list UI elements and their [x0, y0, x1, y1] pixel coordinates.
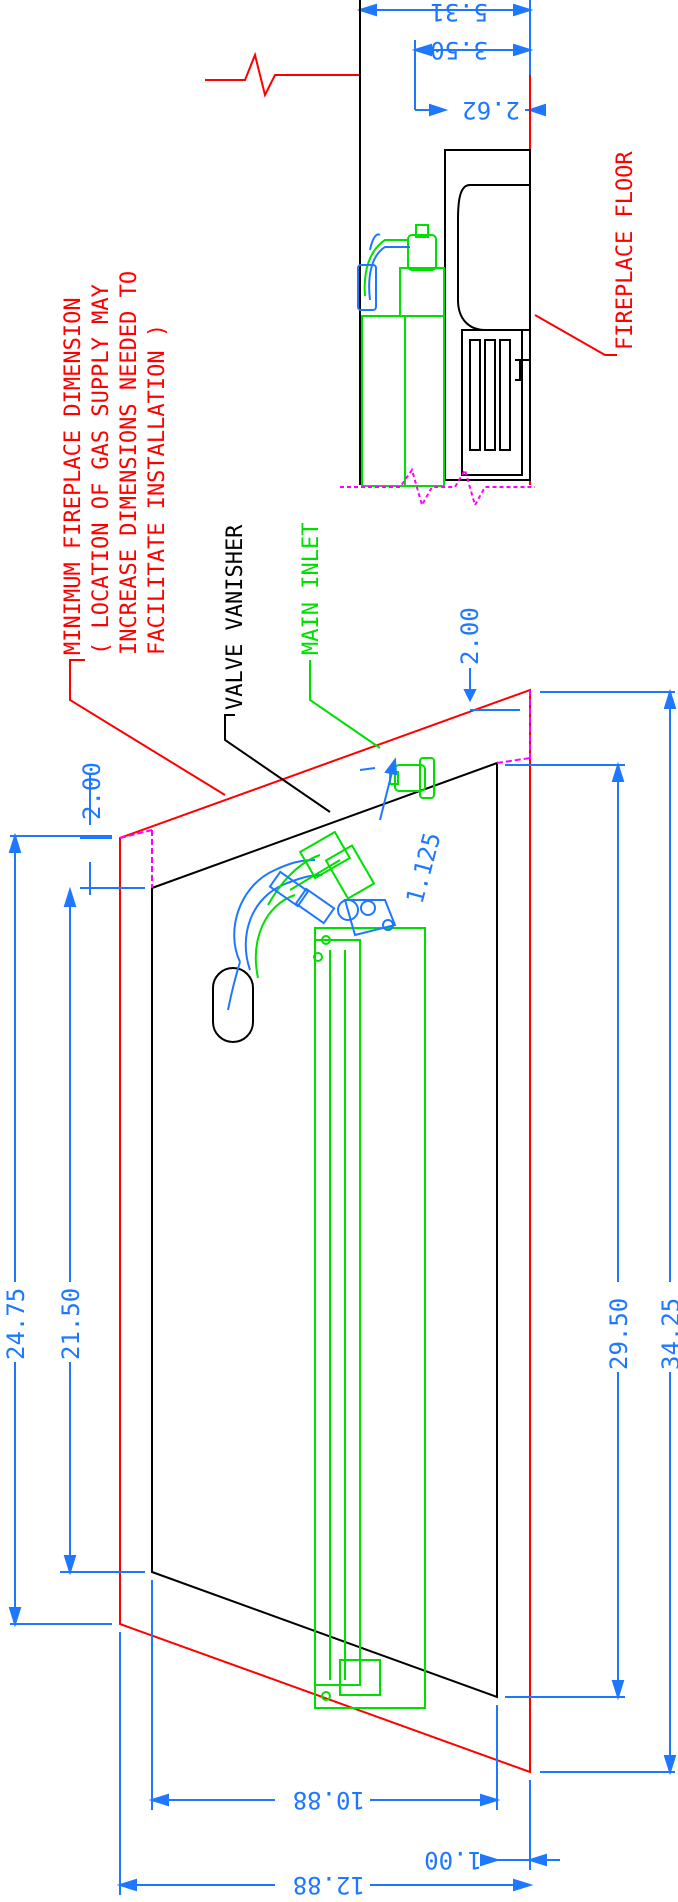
- dim-2-00-left: 2.00: [78, 762, 106, 820]
- min-fireplace-note: MINIMUM FIREPLACE DIMENSION ( LOCATION O…: [61, 271, 170, 655]
- min-fireplace-outline: [119, 688, 531, 1774]
- valve-section: [444, 149, 531, 481]
- min-fireplace-line3: INCREASE DIMENSIONS NEEDED TO: [117, 271, 142, 655]
- leader-valve-vanisher: [224, 714, 331, 813]
- min-fireplace-line1: MINIMUM FIREPLACE DIMENSION: [61, 297, 86, 655]
- fireplace-floor-label: FIREPLACE FLOOR: [613, 151, 638, 350]
- dim-24-75: 24.75: [2, 1288, 30, 1360]
- center-marks: [119, 690, 531, 888]
- break-line-top: [205, 51, 360, 98]
- dimension-lines: [8, 668, 677, 1895]
- valve-hoses: [233, 830, 376, 979]
- dim-2-62: 2.62: [462, 96, 520, 124]
- side-blue-fittings: [357, 233, 410, 311]
- leader-fireplace-floor: [534, 314, 617, 356]
- min-fireplace-line4: FACILITATE INSTALLATION ): [145, 324, 170, 655]
- access-slot-hose-blue: [227, 961, 241, 1011]
- dim-10-88: 10.88: [293, 1786, 365, 1814]
- main-inlet-label: MAIN INLET: [299, 523, 324, 655]
- dim-1-125: 1.125: [401, 830, 447, 907]
- valve-body: [313, 927, 426, 1709]
- dim-1-00: 1.00: [424, 1846, 482, 1874]
- dim-34-25: 34.25: [657, 1298, 678, 1370]
- leader-min-fireplace: [69, 659, 226, 796]
- valve-vanisher-outline: [151, 761, 498, 1699]
- dim-2-00-right: 2.00: [456, 607, 484, 665]
- main-inlet-fitting: [389, 757, 435, 799]
- valve-vanisher-label: VALVE VANISHER: [223, 524, 248, 710]
- dim-21-50: 21.50: [57, 1288, 85, 1360]
- valve-side-components: [361, 224, 445, 487]
- dim-29-50: 29.50: [605, 1298, 633, 1370]
- dim-3-50: 3.50: [430, 36, 488, 64]
- min-fireplace-line2: ( LOCATION OF GAS SUPPLY MAY: [89, 284, 114, 655]
- dim-12-88: 12.88: [293, 1871, 365, 1899]
- access-slot: [212, 967, 254, 1043]
- dim-5-31: 5.31: [430, 0, 488, 26]
- valve-actuator: [268, 870, 397, 937]
- leader-main-inlet: [309, 660, 381, 749]
- break-line-bottom: [340, 467, 535, 508]
